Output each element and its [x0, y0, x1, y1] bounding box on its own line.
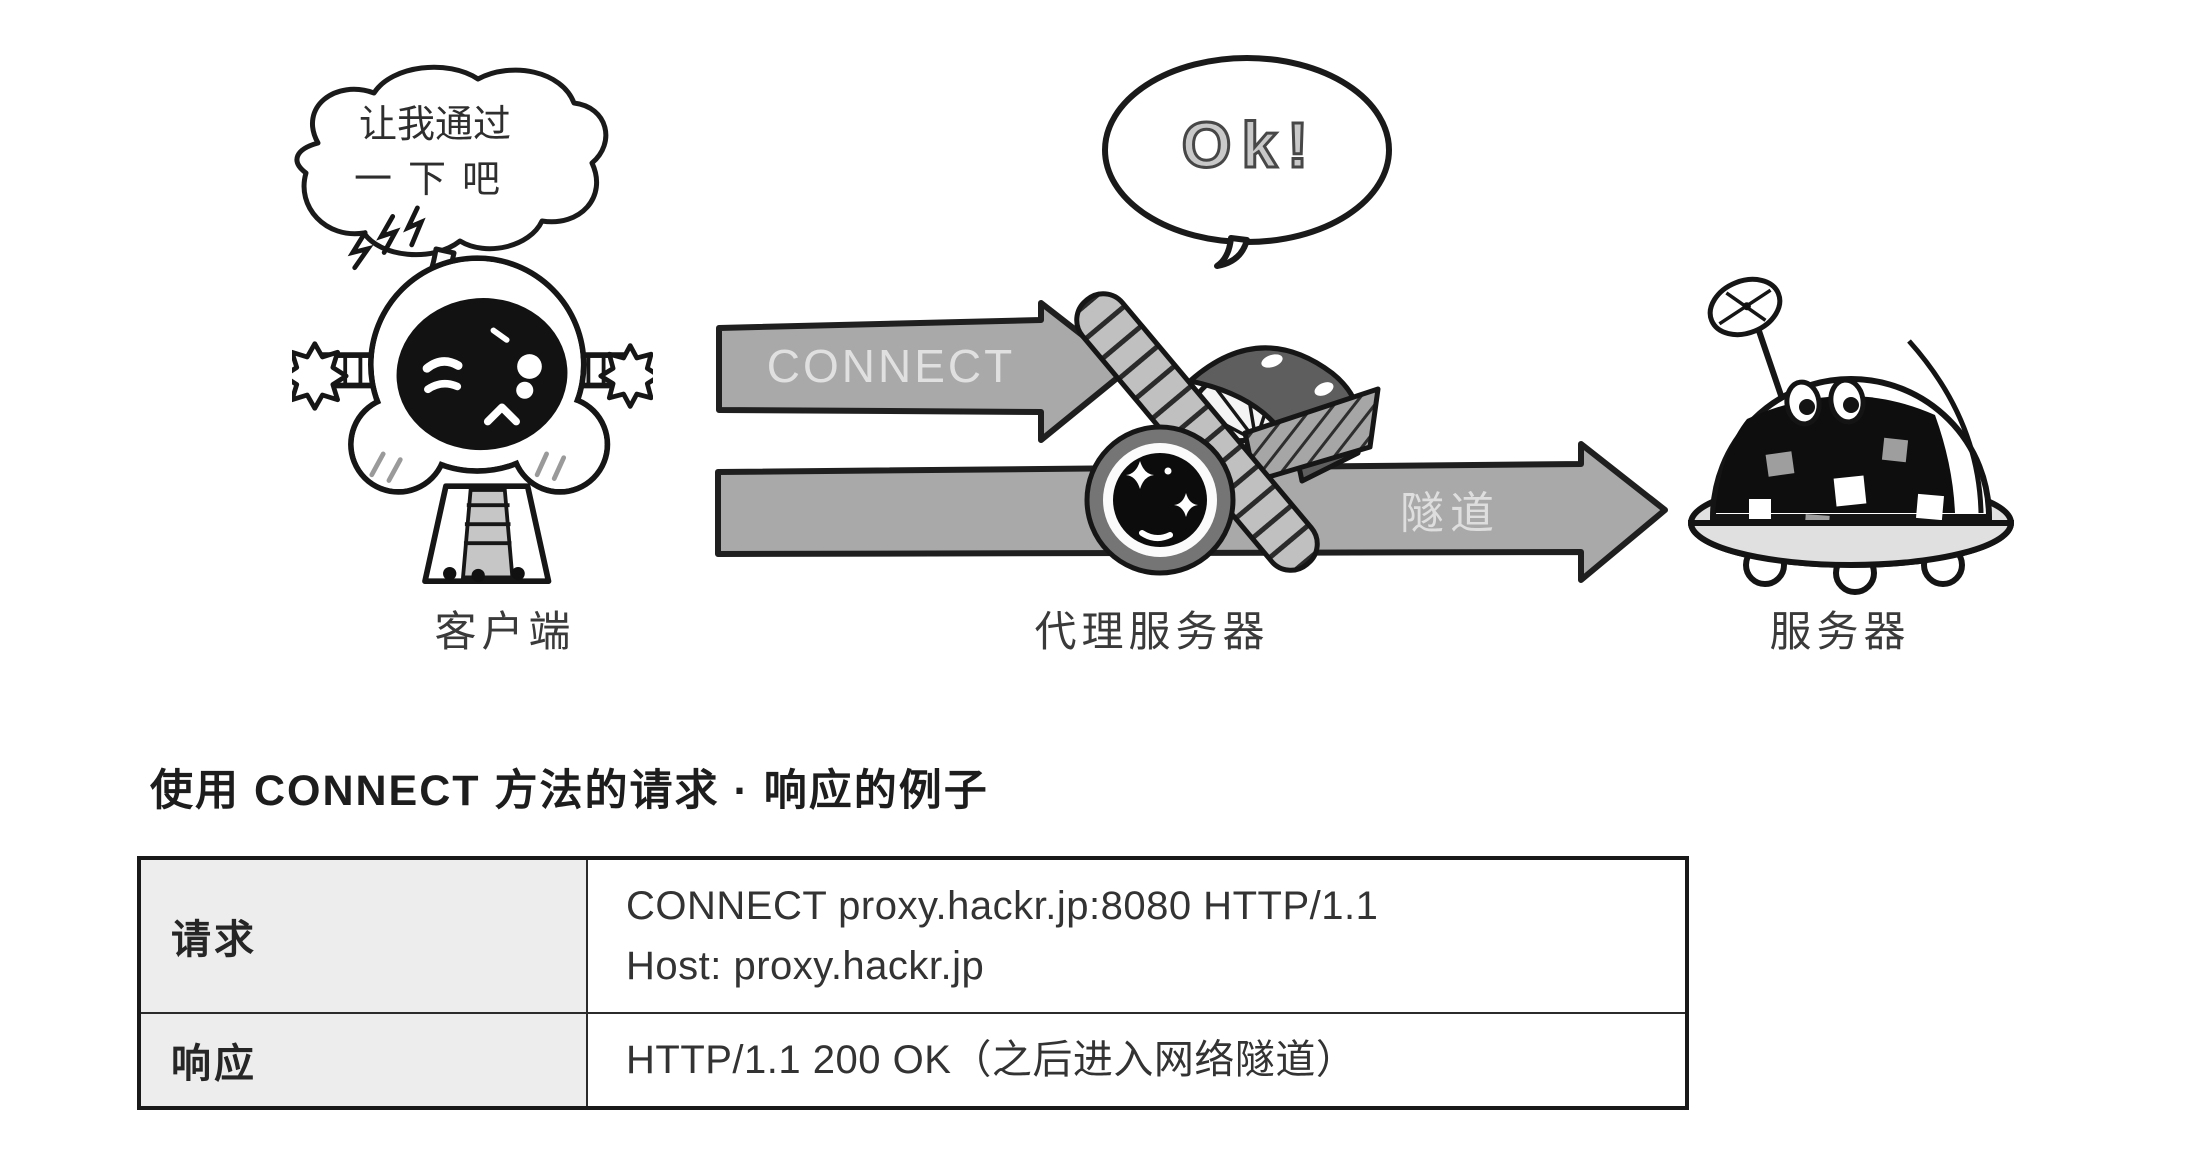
tunnel-arrow-label: 隧道 — [1400, 489, 1500, 538]
robot-body — [422, 483, 552, 585]
bubble-tail — [1214, 235, 1250, 269]
server-dome — [1709, 339, 1993, 539]
server-antenna — [1707, 276, 1790, 416]
response-line-1: HTTP/1.1 200 OK（之后进入网络隧道） — [626, 1038, 1357, 1082]
example-heading: 使用 CONNECT 方法的请求 · 响应的例子 — [150, 767, 989, 815]
proxy-label: 代理服务器 — [1034, 608, 1270, 655]
proxy-ok-text: Ok! — [1180, 108, 1319, 183]
request-row: 请求 CONNECT proxy.hackr.jp:8080 HTTP/1.1 … — [138, 857, 1688, 1014]
thought-line-2: 一下吧 — [353, 159, 516, 202]
request-line-2: Host: proxy.hackr.jp — [626, 944, 985, 988]
connect-arrow-label: CONNECT — [767, 340, 1015, 392]
server-label: 服务器 — [1769, 608, 1911, 655]
request-row-content: CONNECT proxy.hackr.jp:8080 HTTP/1.1 Hos… — [586, 857, 1688, 1014]
thought-line-1: 让我通过 — [358, 104, 511, 146]
sweat-marks-icon — [347, 205, 426, 271]
request-response-table: 请求 CONNECT proxy.hackr.jp:8080 HTTP/1.1 … — [137, 856, 1689, 1110]
client-thought-text: 让我通过 一下吧 — [285, 98, 585, 208]
server-robot-illustration — [1687, 276, 2015, 595]
robot-arms — [292, 341, 653, 411]
response-row-content: HTTP/1.1 200 OK（之后进入网络隧道） — [586, 1012, 1688, 1109]
robot-face — [422, 327, 542, 426]
robot-head — [348, 255, 611, 495]
connect-arrow: CONNECT — [716, 300, 1130, 443]
blush-marks — [369, 451, 567, 483]
request-row-header: 请求 — [138, 857, 588, 1014]
client-label: 客户端 — [434, 608, 576, 655]
response-row: 响应 HTTP/1.1 200 OK（之后进入网络隧道） — [138, 1012, 1688, 1109]
client-robot-illustration — [292, 205, 653, 585]
request-line-1: CONNECT proxy.hackr.jp:8080 HTTP/1.1 — [626, 884, 1379, 928]
server-tiles — [1749, 431, 1944, 539]
satellite-lens — [1084, 424, 1236, 576]
proxy-satellite-illustration — [1074, 291, 1381, 576]
proxy-ok-bubble — [1102, 55, 1392, 269]
saucer-front — [1687, 520, 2015, 568]
response-row-header: 响应 — [138, 1012, 588, 1109]
server-eyes — [1784, 377, 1866, 427]
